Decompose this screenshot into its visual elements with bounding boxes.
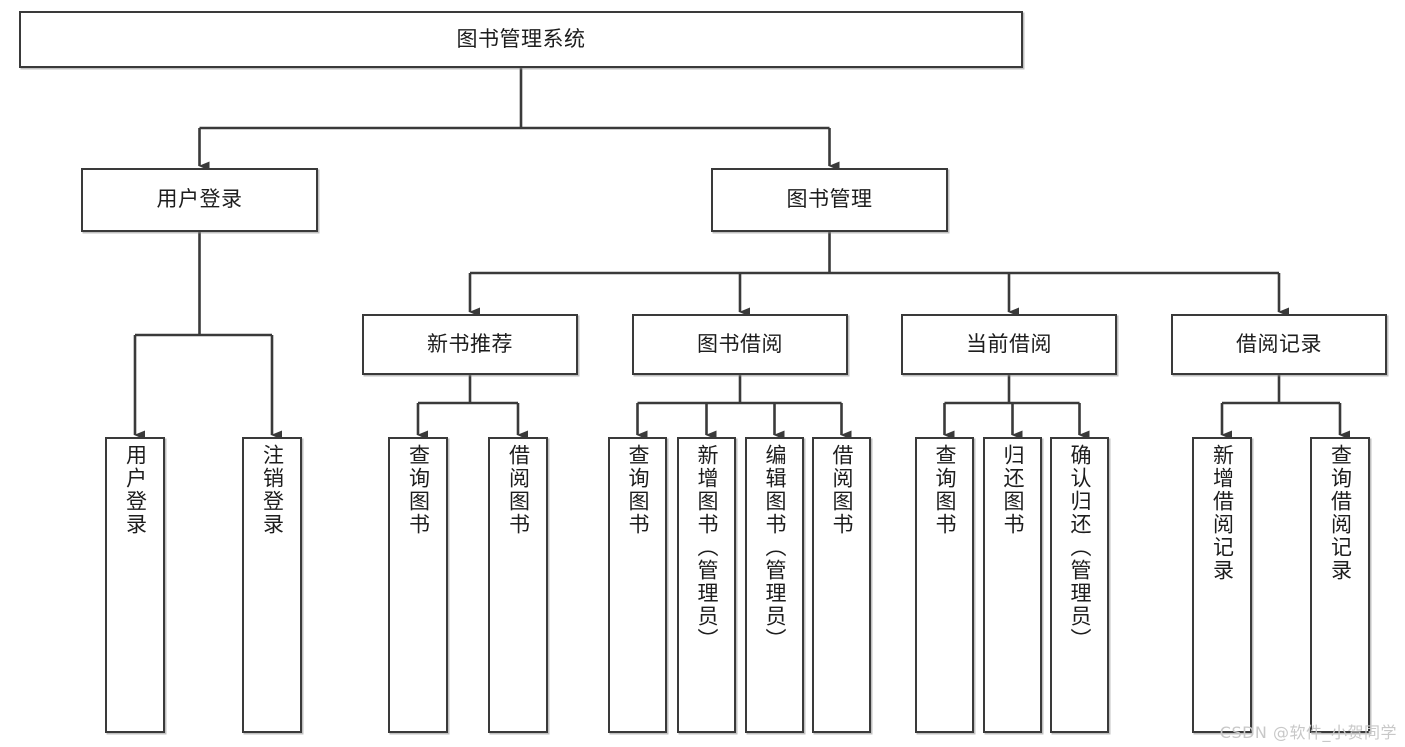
node-label: 借阅图书 bbox=[830, 444, 854, 536]
connector-group bbox=[133, 68, 1350, 440]
node-leaf-return-book[interactable]: 归还图书 bbox=[983, 437, 1042, 733]
node-leaf-query-book-borrow[interactable]: 查询图书 bbox=[608, 437, 667, 733]
node-label: 查询图书 bbox=[626, 444, 650, 536]
node-label: 查询借阅记录 bbox=[1328, 444, 1353, 582]
node-leaf-add-borrow-record[interactable]: 新增借阅记录 bbox=[1192, 437, 1252, 733]
node-label: 新增图书（管理员） bbox=[695, 444, 719, 651]
node-label: 借阅图书 bbox=[506, 444, 531, 536]
node-leaf-borrow-book[interactable]: 借阅图书 bbox=[812, 437, 871, 733]
node-label: 归还图书 bbox=[1001, 444, 1025, 536]
node-leaf-logout[interactable]: 注销登录 bbox=[242, 437, 302, 733]
node-leaf-user-login[interactable]: 用户登录 bbox=[105, 437, 165, 733]
node-new-book-rec[interactable]: 新书推荐 bbox=[362, 314, 578, 375]
node-user-login[interactable]: 用户登录 bbox=[81, 168, 318, 232]
node-label: 注销登录 bbox=[260, 444, 285, 536]
node-label: 新书推荐 bbox=[427, 331, 513, 356]
node-label: 用户登录 bbox=[123, 444, 148, 536]
node-label: 当前借阅 bbox=[966, 331, 1052, 356]
node-leaf-query-book-current[interactable]: 查询图书 bbox=[915, 437, 974, 733]
node-label: 用户登录 bbox=[156, 187, 243, 212]
node-label: 编辑图书（管理员） bbox=[763, 444, 787, 651]
node-leaf-add-book-admin[interactable]: 新增图书（管理员） bbox=[677, 437, 736, 733]
node-leaf-query-book-rec[interactable]: 查询图书 bbox=[388, 437, 448, 733]
node-label: 查询图书 bbox=[406, 444, 431, 536]
watermark-text: CSDN @软件_小贺同学 bbox=[1219, 723, 1397, 742]
node-borrow-record[interactable]: 借阅记录 bbox=[1171, 314, 1387, 375]
node-root[interactable]: 图书管理系统 bbox=[19, 11, 1023, 68]
node-leaf-edit-book-admin[interactable]: 编辑图书（管理员） bbox=[745, 437, 804, 733]
node-label: 图书借阅 bbox=[697, 331, 783, 356]
node-book-borrow[interactable]: 图书借阅 bbox=[632, 314, 848, 375]
node-leaf-confirm-return-admin[interactable]: 确认归还（管理员） bbox=[1050, 437, 1109, 733]
node-label: 查询图书 bbox=[933, 444, 957, 536]
node-leaf-borrow-book-rec[interactable]: 借阅图书 bbox=[488, 437, 548, 733]
node-label: 图书管理 bbox=[786, 187, 873, 212]
node-current-borrow[interactable]: 当前借阅 bbox=[901, 314, 1117, 375]
node-label: 图书管理系统 bbox=[456, 26, 586, 51]
node-label: 借阅记录 bbox=[1236, 331, 1322, 356]
node-book-manage[interactable]: 图书管理 bbox=[711, 168, 948, 232]
node-label: 新增借阅记录 bbox=[1210, 444, 1235, 582]
node-leaf-query-borrow-record[interactable]: 查询借阅记录 bbox=[1310, 437, 1370, 733]
node-label: 确认归还（管理员） bbox=[1068, 444, 1092, 651]
